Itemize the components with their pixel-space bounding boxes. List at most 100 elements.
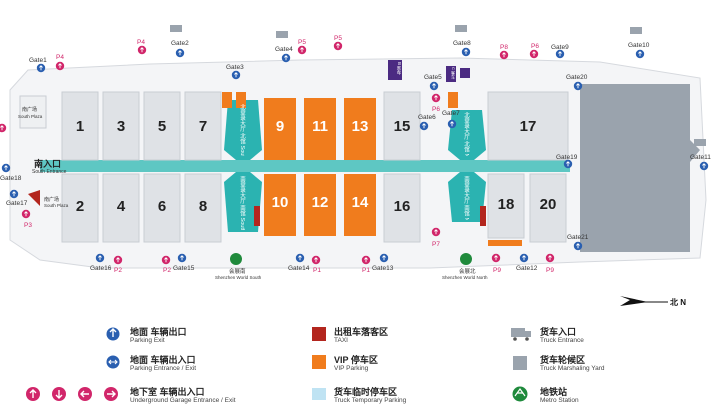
south-plaza-en-2: South Plaza <box>44 203 69 208</box>
gate-11-icon-arrow <box>702 163 706 169</box>
gate-20-label: Gate20 <box>566 74 588 81</box>
legend-truck-entrance-cn: 货车入口 <box>540 327 577 337</box>
hall-label-20: 20 <box>539 196 557 213</box>
hall-label-5: 5 <box>157 118 167 135</box>
gate-9-icon-arrow <box>558 51 562 57</box>
p6b-icon-arrow <box>532 51 536 57</box>
legend-parking-entrance-icon <box>106 355 120 369</box>
metro-south-en: Shenzhen World South <box>215 275 262 280</box>
hall-label-1: 1 <box>75 118 85 135</box>
parking-p6b-label: P6 <box>531 43 539 50</box>
hall-label-8: 8 <box>198 198 208 215</box>
hall-label-12: 12 <box>311 194 329 211</box>
parking-p2b-label: P2 <box>163 267 171 274</box>
south-entrance-cn: 南入口 <box>34 159 62 169</box>
bus-c-label: C 客车 <box>451 67 456 79</box>
north-lobby-bottom <box>448 172 486 222</box>
central-axis <box>40 160 570 172</box>
p-left-icon-arrow <box>0 125 4 131</box>
bus-parking-c <box>446 66 456 82</box>
metro-south-cn: 会展南 <box>229 269 246 275</box>
truck-gate10-icon <box>630 27 642 34</box>
parking-p1b-label: P1 <box>362 267 370 274</box>
hall-label-14: 14 <box>351 194 369 211</box>
gate-8-label: Gate8 <box>453 40 471 47</box>
hall-6 <box>143 173 181 243</box>
gate-3-icon-arrow <box>234 72 238 78</box>
gate-21-icon-arrow <box>576 243 580 249</box>
legend-metro-cn: 地铁站 <box>540 387 568 397</box>
legend-truck-entrance-en: Truck Entrance <box>540 337 584 344</box>
bus-parking-c2 <box>460 68 470 78</box>
gate-1-icon-arrow <box>39 65 43 71</box>
p2-icon-arrow <box>116 257 120 263</box>
gate-2-label: Gate2 <box>171 40 189 47</box>
legend-parking-exit-en: Parking Exit <box>130 337 165 344</box>
parking-p4b-label: P4 <box>56 54 64 61</box>
truck-gate4-icon <box>276 31 288 38</box>
hall-7 <box>184 91 222 161</box>
gate-4-icon-arrow <box>284 55 288 61</box>
hall-label-6: 6 <box>157 198 167 215</box>
parking-p9b-label: P9 <box>546 267 554 274</box>
metro-north-icon <box>460 253 472 265</box>
legend-vip-cn: VIP 停车区 <box>334 355 378 365</box>
hall-16 <box>383 173 421 243</box>
gate-3-label: Gate3 <box>226 64 244 71</box>
hall-label-18: 18 <box>497 196 515 213</box>
hall-label-9: 9 <box>275 118 285 135</box>
parking-p1-label: P1 <box>313 267 321 274</box>
bus-parking-b <box>388 60 402 80</box>
gate-18-icon-arrow <box>4 165 8 171</box>
legend-underground-en: Underground Garage Entrance / Exit <box>130 397 236 404</box>
vip-small-3 <box>448 92 458 108</box>
gate-12-icon-arrow <box>522 255 526 261</box>
p9b-icon-arrow <box>548 255 552 261</box>
gate-2-icon-arrow <box>178 50 182 56</box>
hall-17 <box>487 91 569 161</box>
p5-icon-arrow <box>300 47 304 53</box>
p1b-icon-arrow <box>364 257 368 263</box>
gate-9-label: Gate9 <box>551 44 569 51</box>
hall-2 <box>61 173 99 243</box>
legend-vip-swatch <box>312 355 326 369</box>
north-lobby-bottom-label: 南登录大厅 南馆 North Lobby <box>463 176 469 220</box>
gate-7-label: Gate7 <box>442 110 460 117</box>
hall-13 <box>344 98 376 160</box>
south-plaza-cn: 南广场 <box>22 107 38 113</box>
p5b-icon-arrow <box>336 43 340 49</box>
gate-17-label: Gate17 <box>6 200 28 207</box>
truck-gate8-icon <box>455 25 467 32</box>
compass-label: 北 N <box>670 298 686 307</box>
south-plaza-en: South Plaza <box>18 114 43 119</box>
parking-p9-label: P9 <box>493 267 501 274</box>
taxi-zone-1 <box>254 206 260 226</box>
south-lobby-bottom <box>224 172 262 232</box>
p1-icon-arrow <box>314 257 318 263</box>
p4b-icon-arrow <box>58 63 62 69</box>
gate-5-icon-arrow <box>432 83 436 89</box>
parking-p2-label: P2 <box>114 267 122 274</box>
gate-13-label: Gate13 <box>372 265 394 272</box>
hall-label-10: 10 <box>271 194 289 211</box>
hall-label-2: 2 <box>75 198 85 215</box>
gate-19-icon-arrow <box>566 161 570 167</box>
legend-truck-icon <box>511 328 531 341</box>
parking-p5b-label: P5 <box>334 35 342 42</box>
hall-label-3: 3 <box>116 118 126 135</box>
north-lobby-top <box>448 110 486 160</box>
south-plaza-cn-2: 南广场 <box>44 197 60 203</box>
gate-17-icon-arrow <box>12 191 16 197</box>
gate-5-label: Gate5 <box>424 74 442 81</box>
gate-6-label: Gate6 <box>418 114 436 121</box>
hall-15 <box>383 91 421 161</box>
hall-10 <box>264 174 296 236</box>
hall-5 <box>143 91 181 161</box>
hall-11 <box>304 98 336 160</box>
south-lobby-bottom-label: 南登录大厅 南馆 South Lobby <box>239 176 245 230</box>
metro-north-cn: 会展北 <box>459 269 476 275</box>
gate-10-icon-arrow <box>638 51 642 57</box>
hall-20 <box>529 173 567 243</box>
legend-taxi-en: TAXI <box>334 337 348 344</box>
